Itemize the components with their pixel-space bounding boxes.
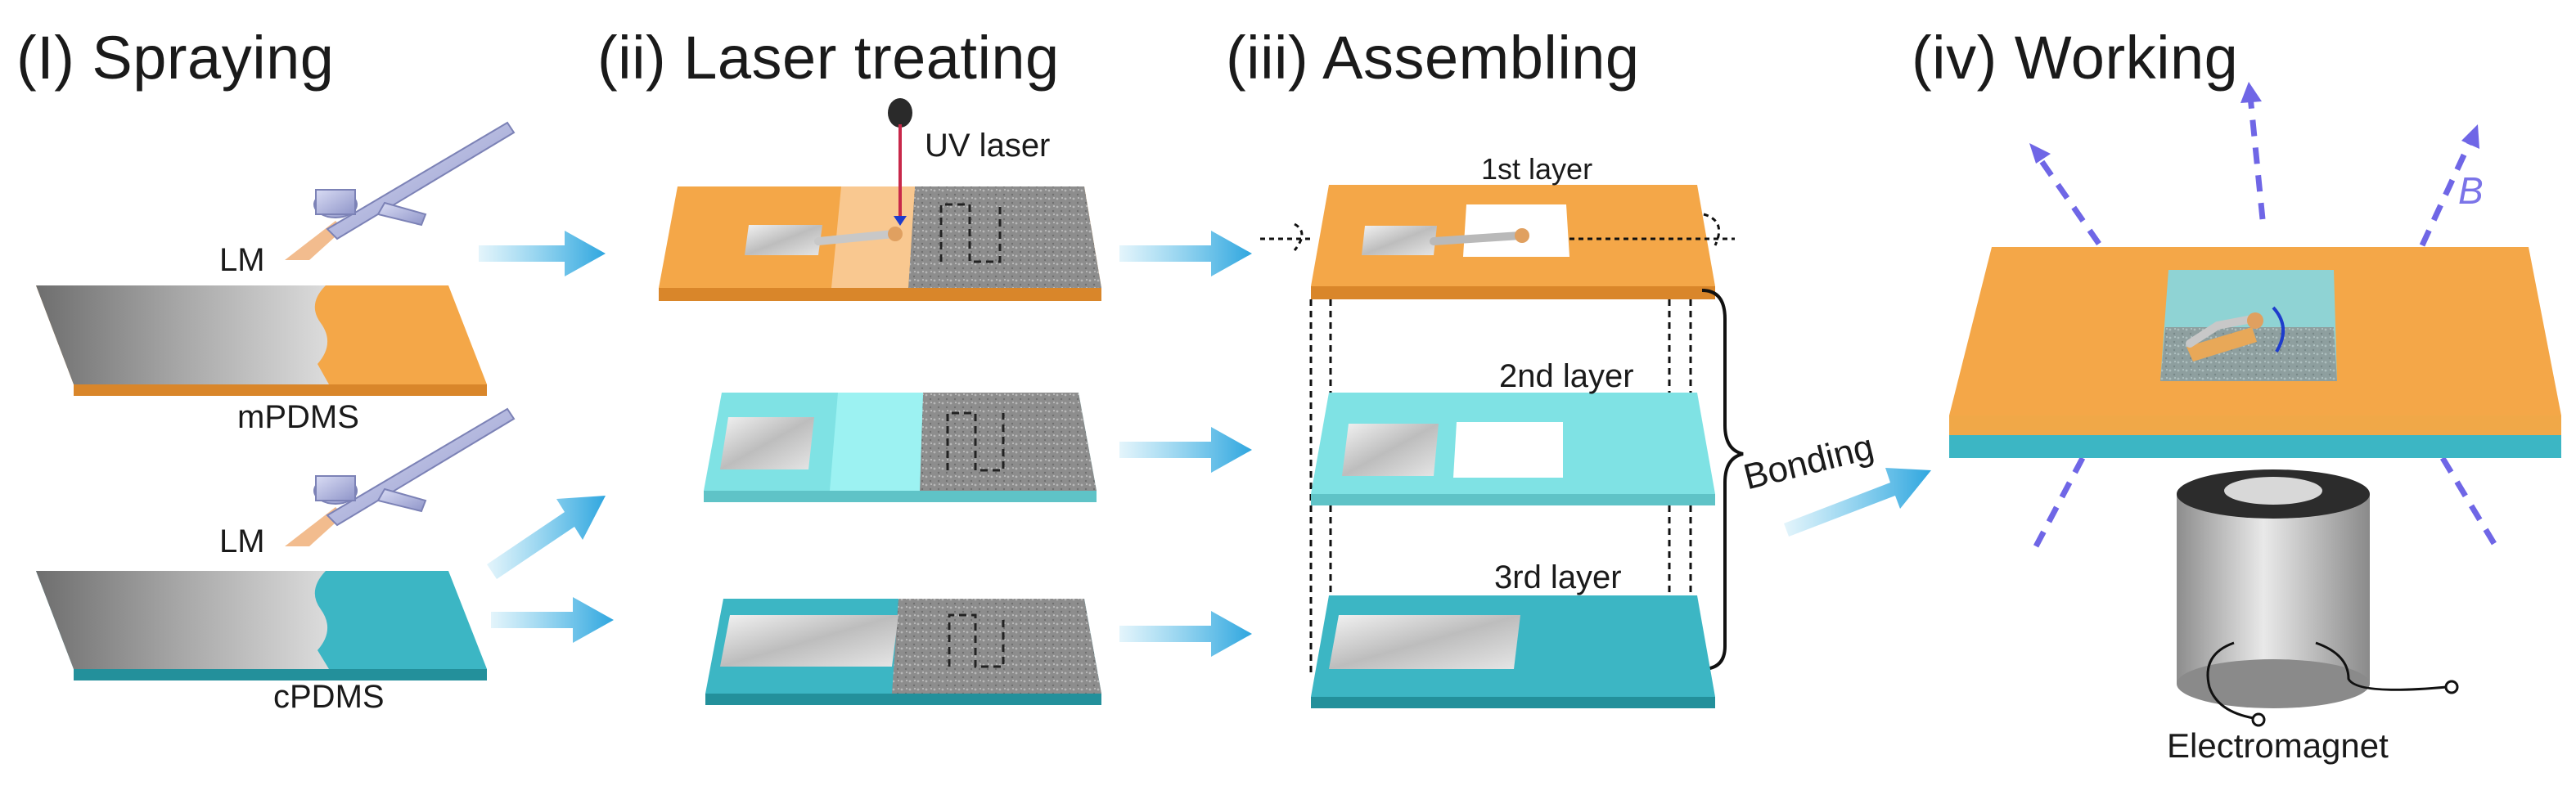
process-arrow xyxy=(491,597,614,643)
step-title-assembling: (iii) Assembling xyxy=(1226,24,1640,92)
airbrush-top-icon xyxy=(285,121,516,260)
label-layer-3: 3rd layer xyxy=(1494,559,1622,595)
label-magnetic-field: B xyxy=(2458,169,2484,212)
assembly-layer-3 xyxy=(1311,595,1715,708)
label-uv-laser: UV laser xyxy=(925,128,1051,164)
laser-layer-2 xyxy=(704,393,1097,502)
label-lm-top: LM xyxy=(219,242,265,278)
device-assembled xyxy=(1949,247,2561,458)
label-layer-1: 1st layer xyxy=(1481,152,1593,186)
step-title-laser-treating: (ii) Laser treating xyxy=(597,24,1060,92)
uv-laser-icon xyxy=(888,98,912,226)
label-electromagnet: Electromagnet xyxy=(2167,726,2389,765)
label-lm-bottom: LM xyxy=(219,523,265,559)
spray-substrate-top xyxy=(36,285,487,396)
process-arrow xyxy=(1119,611,1252,657)
assembly-layer-2 xyxy=(1311,393,1715,505)
label-mpdms: mPDMS xyxy=(237,399,359,435)
airbrush-bottom-icon xyxy=(285,407,516,546)
bonding-arrow xyxy=(1784,468,1931,537)
process-arrow xyxy=(487,496,606,579)
process-arrow xyxy=(479,231,606,276)
step-title-working: (iv) Working xyxy=(1912,24,2239,92)
laser-layer-1 xyxy=(659,186,1101,301)
laser-layer-3 xyxy=(705,599,1101,705)
field-arrows xyxy=(2029,82,2498,548)
process-arrow xyxy=(1119,231,1252,276)
electromagnet-icon xyxy=(2177,469,2459,727)
spray-substrate-bottom xyxy=(36,571,487,680)
step-title-spraying: (I) Spraying xyxy=(16,24,335,92)
assembly-layer-1 xyxy=(1260,185,1735,299)
process-arrow xyxy=(1119,427,1252,473)
label-layer-2: 2nd layer xyxy=(1499,358,1634,394)
label-cpdms: cPDMS xyxy=(273,679,385,715)
